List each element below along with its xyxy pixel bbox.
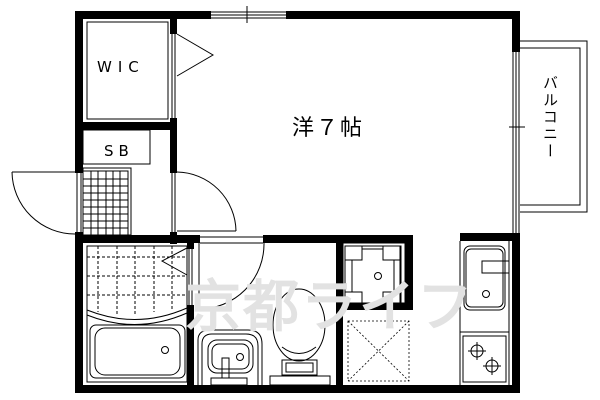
watermark: 京都ライフ [185,275,475,340]
room-label-balcony: バルコニー [541,75,559,160]
room-label-wic: WIC [97,58,145,76]
bath-floor-tiles [87,246,187,314]
window-balcony [509,52,525,233]
room-label-main: 洋７帖 [292,116,365,141]
shoe-box [82,129,151,165]
washroom [197,236,331,386]
window-top [211,6,286,23]
storage-cabinet [347,320,410,382]
genkan-tiles [83,171,128,235]
balcony [520,40,588,213]
entrance [11,167,237,236]
room-label-sb: SB [104,142,134,160]
kitchen [459,241,510,385]
walk-in-closet [86,21,214,120]
washing-machine-pan [344,245,402,307]
bathroom [86,245,193,383]
